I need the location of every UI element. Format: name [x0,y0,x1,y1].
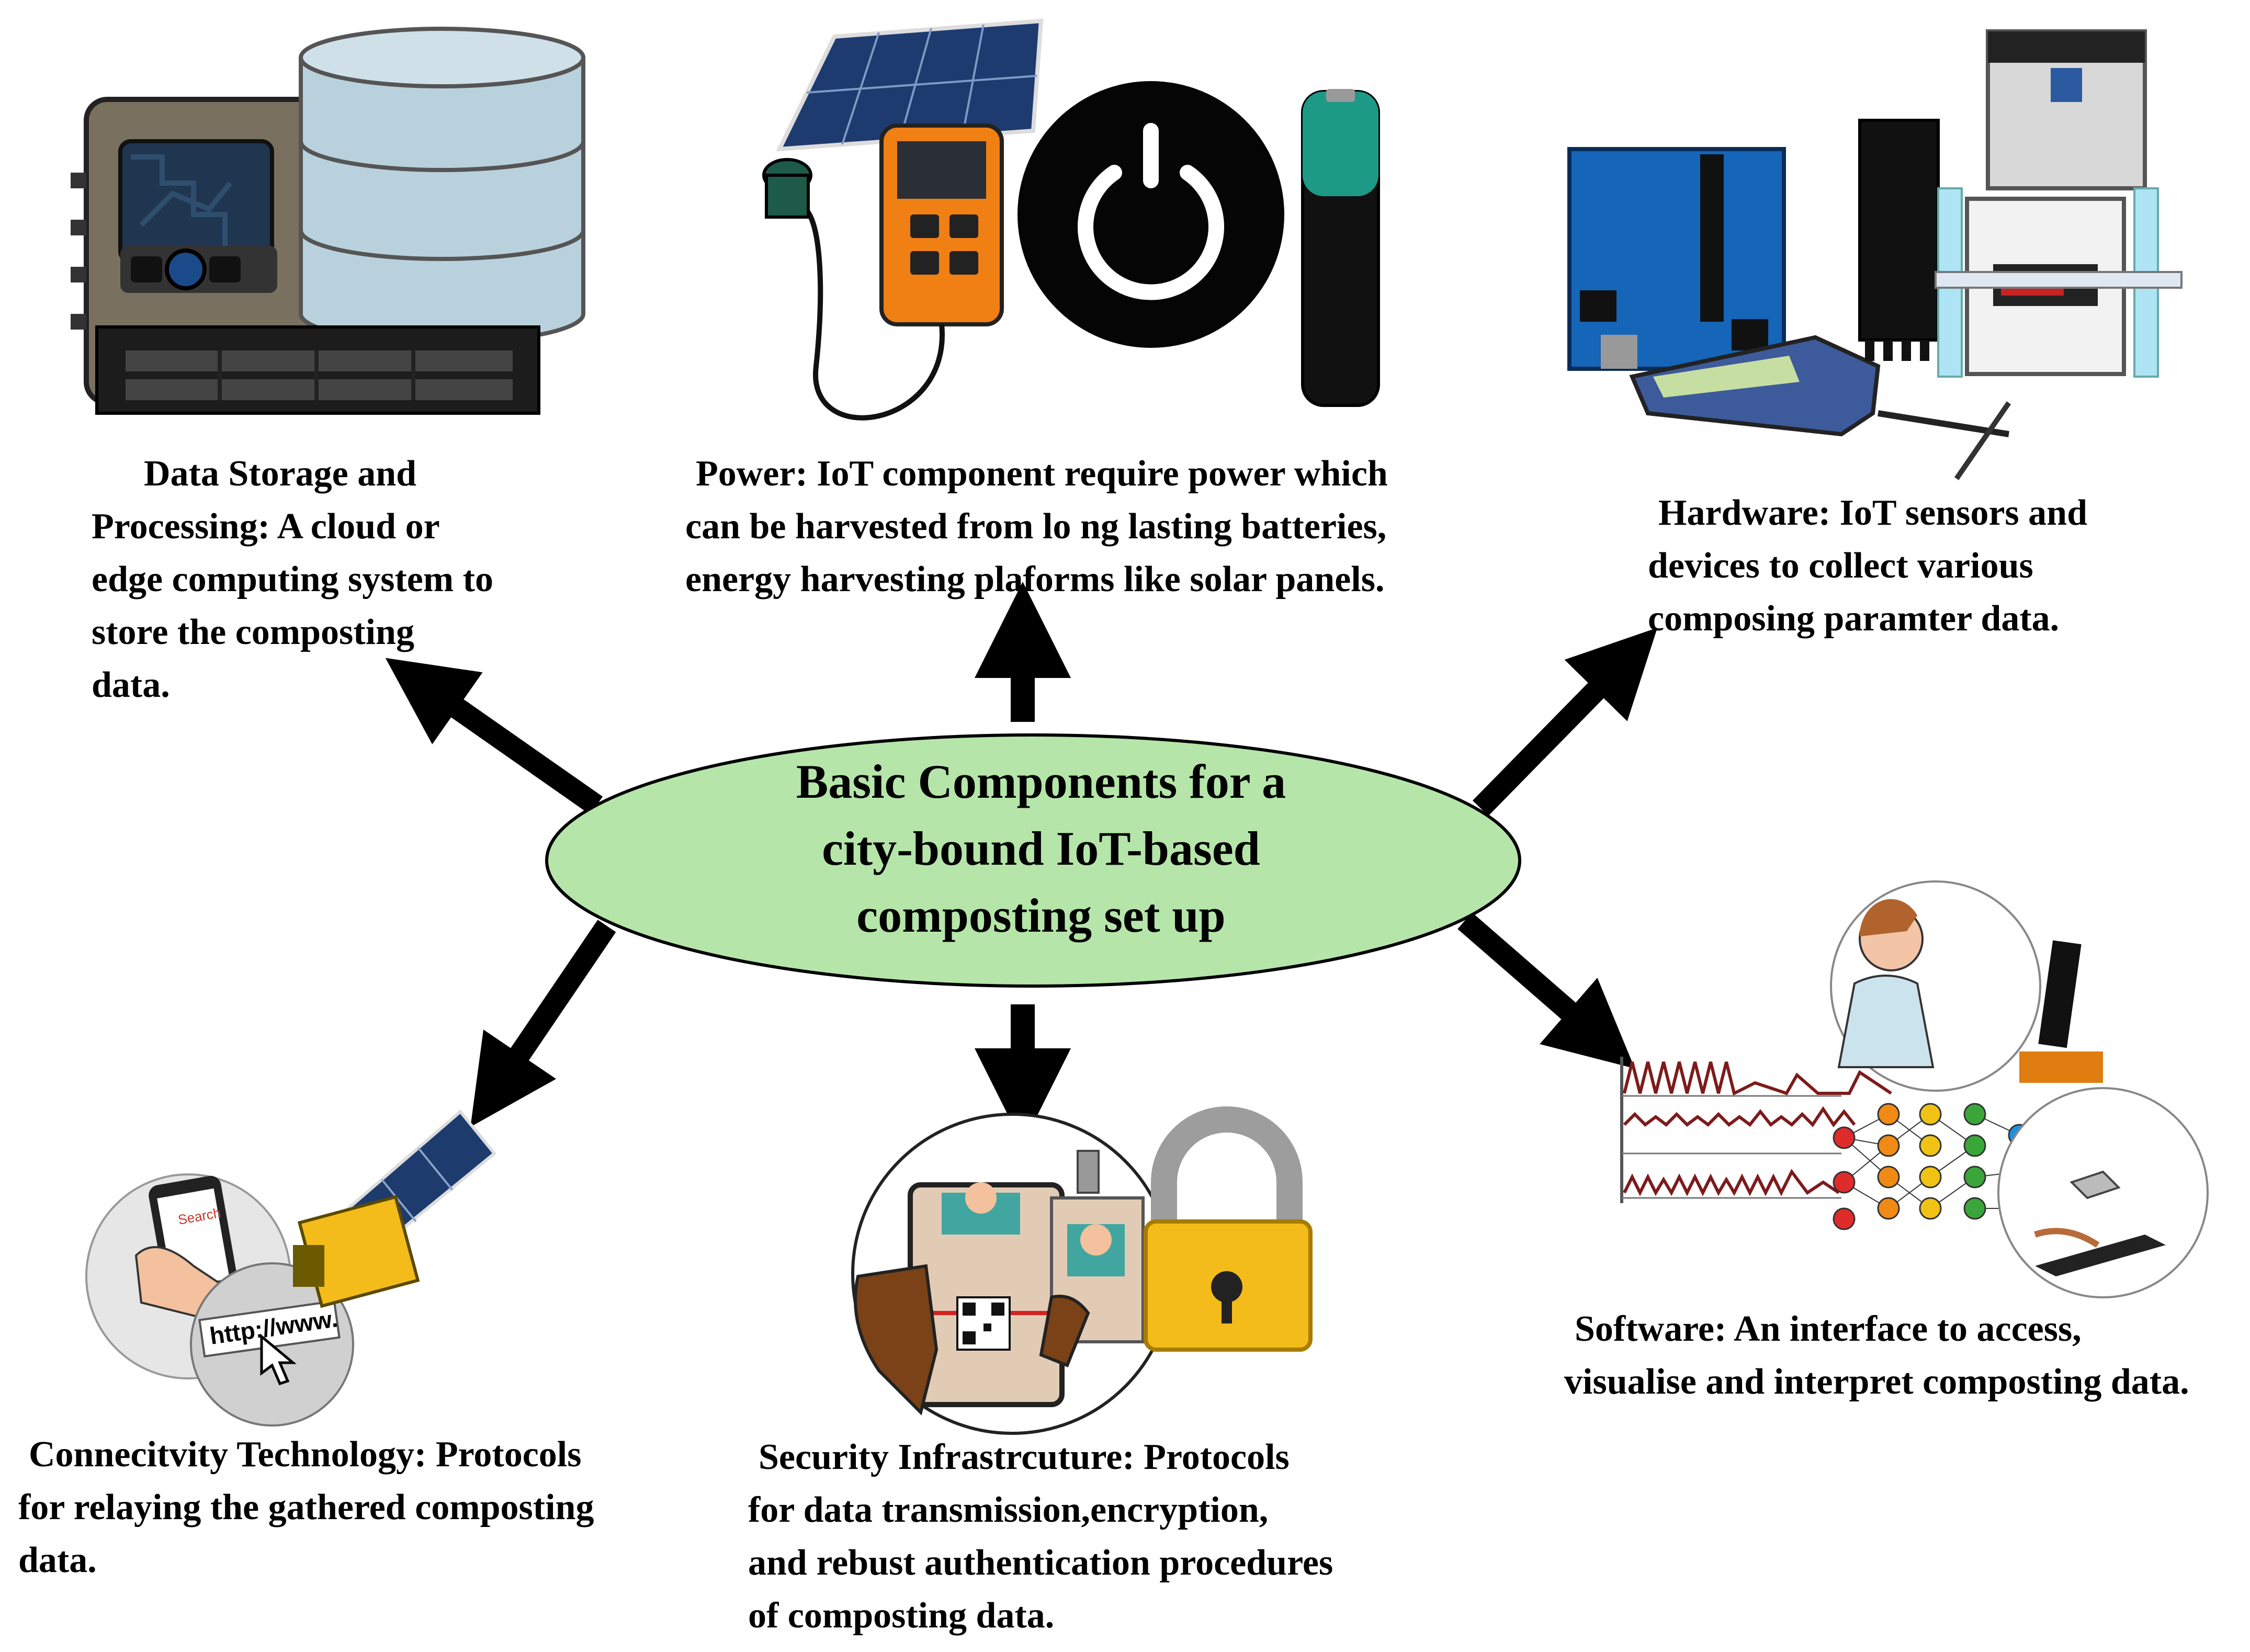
arrow-to-software [1457,912,1635,1069]
power-line-1: Power: IoT component require power which [696,454,1388,494]
center-title: Basic Components for a city-bound IoT-ba… [732,748,1350,949]
sensor-meter-icon [762,123,1004,421]
arrows [385,582,1658,1145]
software-text: Software: An interface to access, visual… [1564,1303,2244,1408]
power-line-3: energy harvesting plaforms like solar pa… [685,559,1385,599]
connectivity-line-2: for relaying the gathered composting [18,1487,594,1527]
data-storage-line-1: Data Storage and [144,454,417,494]
database-icon [299,27,585,345]
connectivity-line-3: data. [18,1540,97,1580]
battery-icon [1301,89,1380,407]
connectivity-line-1: Connecitvity Technology: Protocols [29,1434,582,1475]
padlock-icon [1144,1106,1313,1352]
security-line-4: of composting data. [748,1596,1055,1636]
security-line-3: and rebust authentication procedures [748,1543,1333,1583]
connectivity-text: Connecitvity Technology: Protocols for r… [18,1428,698,1587]
person-computer-icon [1830,880,2103,1092]
software-line-2: visualise and interpret composting data. [1564,1362,2189,1402]
hardware-line-1: Hardware: IoT sensors and [1658,493,2088,533]
signal-waveforms-icon [1620,1057,1892,1203]
security-line-2: for data transmission,encryption, [748,1490,1269,1530]
data-storage-line-5: data. [92,665,170,705]
hardware-line-3: composing paramter data. [1648,598,2060,639]
arrow-to-hardware [1473,628,1658,816]
dark-sensor-column-icon [1858,119,1940,361]
security-text: Security Infrastrcuture: Protocols for d… [748,1431,1428,1642]
qr-scan-icon [851,1113,1173,1435]
center-title-line-1: Basic Components for a [796,755,1286,808]
center-title-line-3: composting set up [856,889,1226,942]
solar-panel-icon [776,18,1044,152]
smartphone-search-icon [85,1173,354,1427]
security-line-1: Security Infrastrcuture: Protocols [759,1437,1290,1477]
robot-laptop-icon [1997,1087,2209,1298]
data-storage-text: Data Storage and Processing: A cloud or … [92,447,531,711]
controller-box-icon [1935,187,2183,378]
data-storage-line-2: Processing: A cloud or [92,506,440,547]
power-text: Power: IoT component require power which… [685,447,1470,606]
hardware-text: Hardware: IoT sensors and devices to col… [1648,486,2223,645]
handheld-meter-icon [1629,335,2011,480]
arrow-to-connectivity [470,920,616,1127]
arrow-to-data-storage [385,658,603,815]
data-storage-line-4: store the composting [92,612,414,652]
satellite-icon [293,1109,497,1308]
power-line-2: can be harvested from lo ng lasting batt… [685,506,1387,547]
power-icon [1017,81,1284,348]
data-storage-line-3: edge computing system to [92,559,493,599]
software-line-1: Software: An interface to access, [1575,1309,2082,1349]
center-title-line-2: city-bound IoT-based [822,822,1260,875]
arduino-board-icon [1567,147,1786,371]
hardware-line-2: devices to collect various [1648,546,2033,586]
inverter-icon [1986,29,2147,190]
center-ellipse [545,733,1521,988]
server-rack-icon [95,325,540,415]
